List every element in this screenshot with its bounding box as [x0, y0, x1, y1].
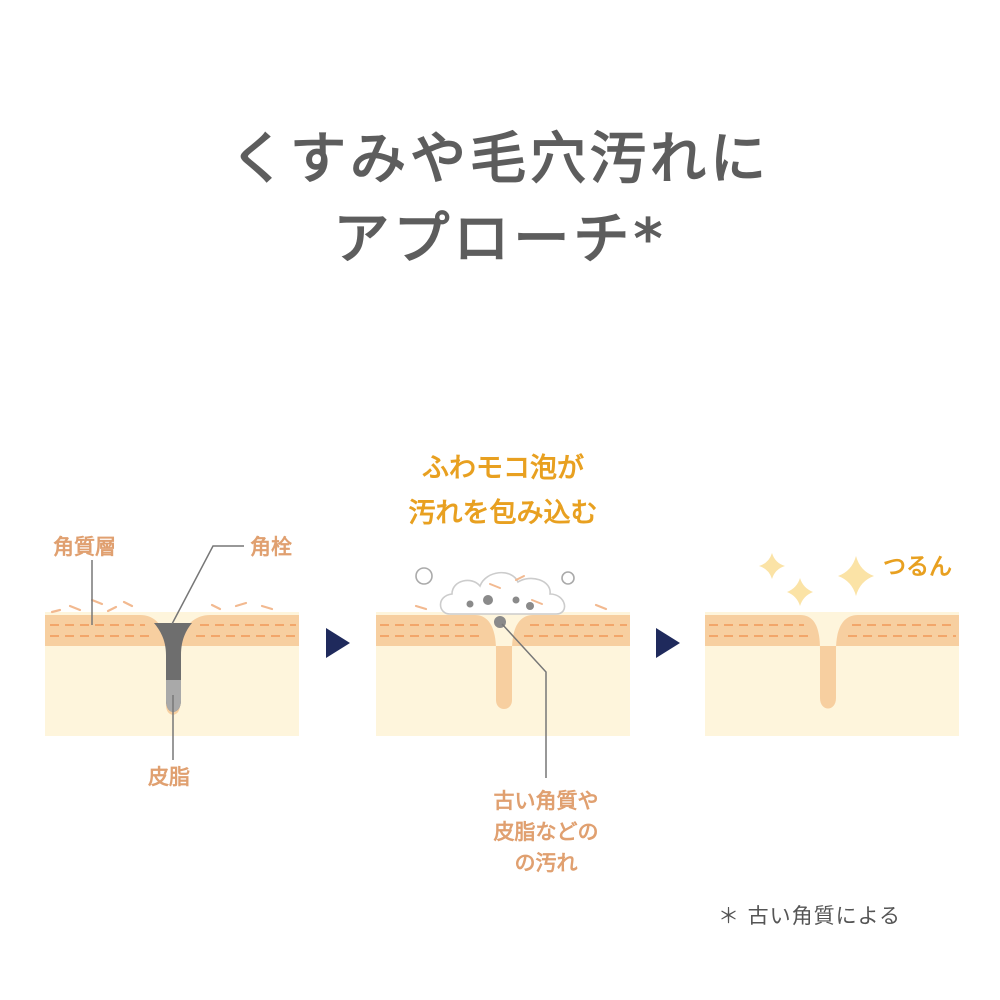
panel-1-clogged-pore: 角質層 角栓 皮脂: [45, 535, 299, 789]
footnote: ＊ 古い角質による: [718, 904, 902, 928]
stratum-corneum-layer: [705, 615, 959, 709]
sparkle-icon: [759, 553, 785, 579]
label-stratum-corneum: 角質層: [53, 535, 116, 559]
stratum-dash-lines: [709, 624, 956, 637]
panel-1-leader-lines: [91, 545, 244, 760]
page-title-line-1: くすみや毛穴汚れに: [230, 127, 770, 192]
sparkle-icon: [787, 578, 813, 606]
smooth-label: つるん: [883, 554, 952, 580]
foam-heading-line-2: 汚れを包み込む: [409, 497, 598, 529]
dirt-leader-line: [501, 623, 547, 778]
label-keratin-plug: 角栓: [250, 535, 292, 559]
bubble-right: [561, 571, 575, 585]
bubble-left: [415, 567, 433, 585]
keratin-plug: [154, 623, 192, 712]
panel-2-foam-cleansing: ふわモコ泡が 汚れを包み込む: [376, 452, 630, 875]
sparkle-icon: [838, 556, 874, 596]
foam-heading-line-1: ふわモコ泡が: [422, 452, 584, 484]
next-arrow-1: [326, 628, 350, 658]
next-arrow-2: [656, 628, 680, 658]
dirt-label-line-1: 古い角質や: [494, 789, 599, 813]
stratum-dash-lines: [380, 624, 627, 637]
foam-dashes: [489, 575, 543, 605]
dirt-label-line-3: の汚れ: [515, 851, 578, 875]
flaking-particles: [414, 603, 608, 611]
label-sebum: 皮脂: [148, 765, 190, 789]
stratum-dash-lines: [50, 624, 296, 637]
stratum-corneum-layer: [376, 615, 630, 709]
dirt-label-line-2: 皮脂などの: [494, 820, 599, 844]
page-title-line-2: アプローチ*: [333, 207, 667, 272]
sparkles: [759, 553, 874, 606]
panel-3-clean-pore: つるん: [705, 553, 959, 736]
foam-cloud: [439, 571, 566, 615]
flaking-particles: [50, 598, 274, 614]
